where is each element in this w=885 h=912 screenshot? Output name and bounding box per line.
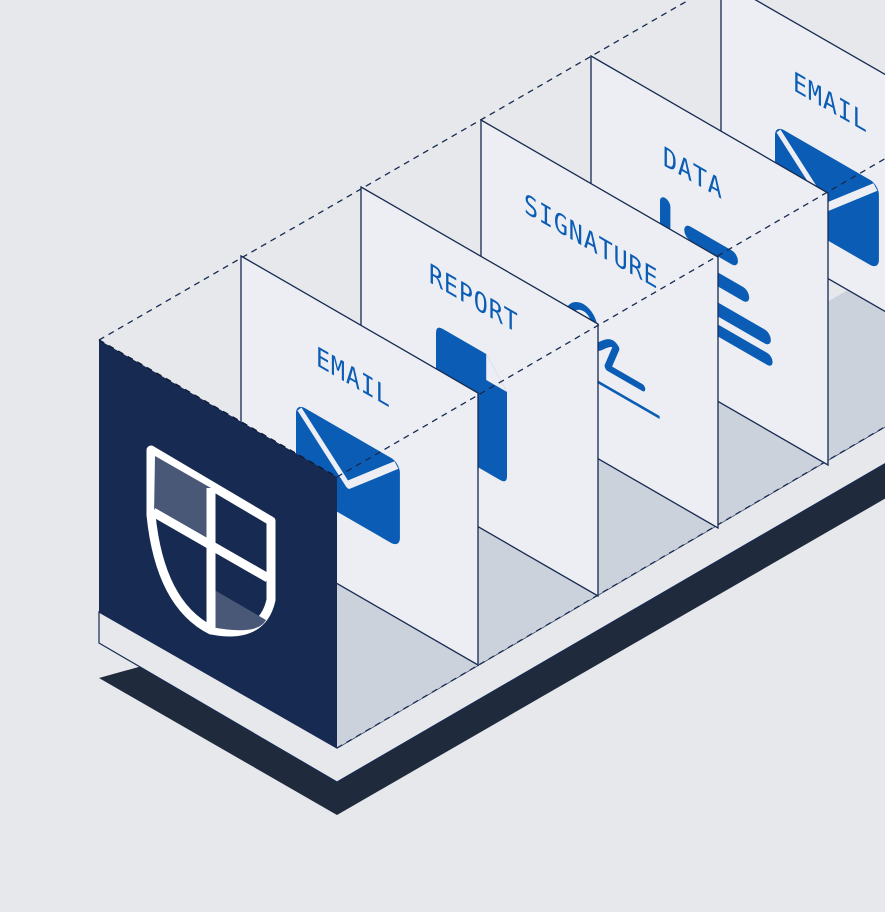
middle-dashed-rail [336,157,885,478]
panel-signature: SIGNATURE [480,118,719,530]
top-dashed-rail [98,0,691,341]
front-shield-panel [98,339,338,748]
panel-email-front: EMAIL [240,254,479,667]
envelope-icon [296,406,400,545]
shield-icon [146,445,276,637]
